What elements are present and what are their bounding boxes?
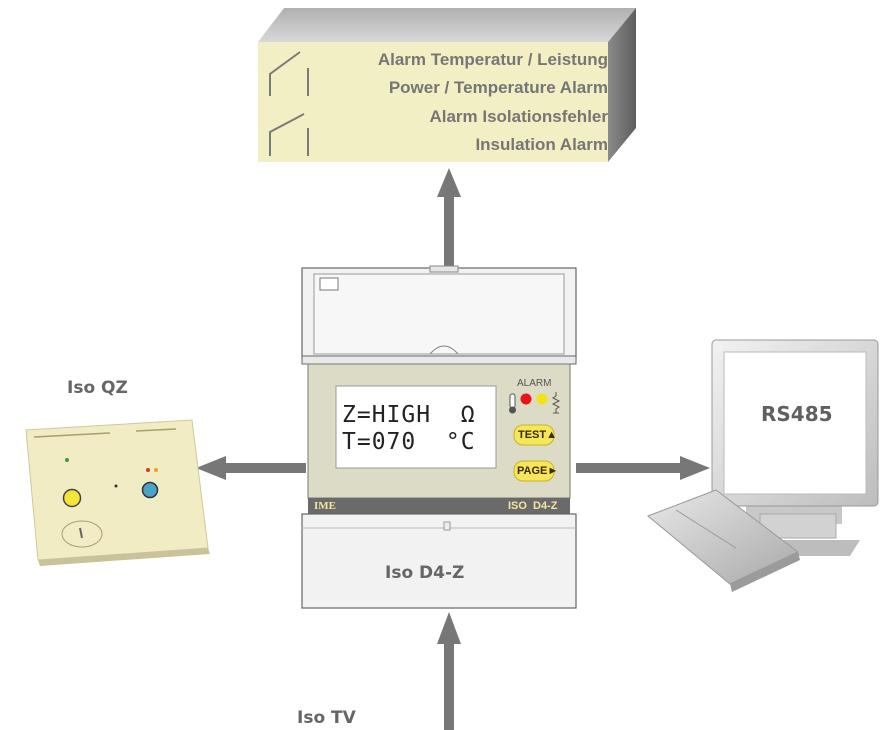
brand-label: IME (314, 500, 336, 512)
iso-d4-z-label: Iso D4-Z (385, 563, 465, 583)
arrow-right-to-rs485 (576, 456, 710, 480)
brand-strip (308, 498, 570, 514)
arrow-left-to-iso-qz (196, 456, 306, 480)
alarm-label: ALARM (517, 378, 552, 389)
page-button[interactable] (513, 460, 555, 482)
alarm-line-2: Power / Temperature Alarm (388, 78, 608, 97)
relay-contact-icon (269, 113, 309, 156)
alarm-line-1: Alarm Temperatur / Leistung (377, 50, 608, 69)
iso-tv-label: Iso TV (297, 708, 356, 728)
alarm-led-yellow (536, 393, 548, 405)
lcd-line-2: T=070 °C (342, 429, 476, 455)
relay-contact-icon (269, 51, 309, 96)
rs485-label: RS485 (761, 402, 833, 426)
reset-button (62, 488, 82, 508)
iso-qz-label: Iso QZ (67, 378, 128, 398)
iso-d4-z-device (301, 265, 577, 609)
thermometer-icon (509, 393, 516, 414)
alarm-line-3: Alarm Isolationsfehler (429, 107, 608, 126)
test-button-qz (141, 481, 159, 499)
lcd-line-1: Z=HIGH Ω (342, 402, 476, 428)
page-button-label: PAGE► (517, 465, 559, 477)
alarm-line-4: Insulation Alarm (475, 135, 608, 154)
alarm-relay-box (258, 8, 636, 162)
iso-qz-panel (25, 419, 210, 566)
arrow-up-from-iso-tv (437, 612, 461, 730)
pc-monitor-icon (711, 339, 879, 556)
arrow-up-to-alarm (437, 168, 461, 267)
resistor-icon (551, 392, 561, 414)
alarm-led-red (520, 393, 532, 405)
test-button[interactable] (513, 424, 555, 446)
test-button-label: TEST▲ (518, 429, 557, 441)
keyboard-icon (647, 489, 800, 592)
model-label: ISO D4-Z (508, 500, 558, 512)
